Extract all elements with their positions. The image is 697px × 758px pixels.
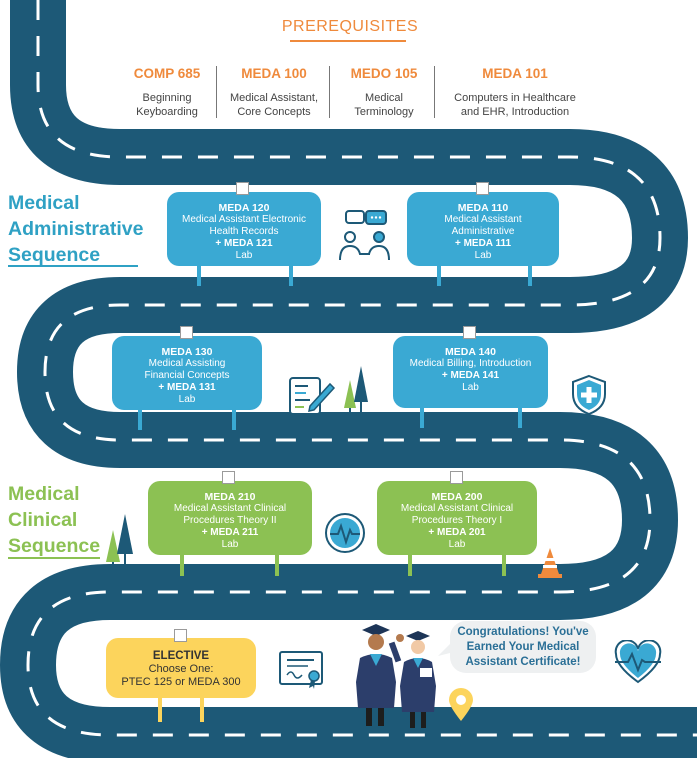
sign-post <box>420 406 424 428</box>
course-separator <box>216 66 217 118</box>
sign-lab-code: + MEDA 201 <box>428 527 486 538</box>
sign-lab-label: Lab <box>178 394 196 405</box>
checkbox-meda-210[interactable] <box>222 471 235 484</box>
certificate-icon <box>279 651 323 689</box>
checkbox-meda-120[interactable] <box>236 182 249 195</box>
course-medo-105: MEDO 105 Medical Terminology <box>336 66 432 119</box>
course-meda-100: MEDA 100 Medical Assistant, Core Concept… <box>222 66 326 119</box>
course-meda-101: MEDA 101 Computers in Healthcare and EHR… <box>440 66 590 119</box>
sign-post <box>138 408 142 430</box>
course-sign-meda-110: MEDA 110 Medical Assistant Administrativ… <box>407 192 559 266</box>
sign-code: MEDA 140 <box>445 346 496 358</box>
sign-title-line: Medical Assistant Clinical <box>400 503 514 514</box>
checkbox-meda-130[interactable] <box>180 326 193 339</box>
sign-post <box>518 406 522 428</box>
sign-title-line: Procedures Theory I <box>411 515 503 526</box>
traffic-cone-icon <box>538 548 562 578</box>
checkbox-meda-140[interactable] <box>463 326 476 339</box>
congrats-line: Earned Your Medical <box>466 641 580 653</box>
sign-code: MEDA 210 <box>204 491 256 503</box>
bubble-tail <box>438 640 454 656</box>
sign-lab-code: + MEDA 121 <box>215 238 273 249</box>
sign-title-line: Financial Concepts <box>144 370 230 381</box>
course-sign-meda-210: MEDA 210 Medical Assistant Clinical Proc… <box>148 481 312 555</box>
sign-title-line: Choose One: <box>148 663 214 675</box>
congrats-line: Assistant Certificate! <box>465 656 581 668</box>
congratulations-bubble: Congratulations! You've Earned Your Medi… <box>450 621 596 673</box>
tree-icon <box>106 514 133 576</box>
tree-icon <box>344 366 368 420</box>
sign-post <box>408 554 412 576</box>
clinical-sequence-label: Medical Clinical Sequence <box>8 483 101 557</box>
sign-post <box>528 264 532 286</box>
course-name: Medical Terminology <box>354 92 414 118</box>
congrats-line: Congratulations! You've <box>457 626 589 638</box>
sign-title-line: Procedures Theory II <box>183 515 277 526</box>
sign-lab-code: + MEDA 141 <box>441 370 500 381</box>
sign-lab-code: + MEDA 111 <box>454 238 512 249</box>
sign-title-line: Administrative <box>451 226 515 237</box>
sign-post <box>275 554 279 576</box>
location-pin-icon <box>449 688 473 721</box>
sign-post <box>289 264 293 286</box>
admin-sequence-label: Medical Administrative Sequence <box>8 192 144 266</box>
conversation-icon <box>339 210 390 261</box>
sign-title-line: Medical Assisting <box>148 358 226 369</box>
sign-post <box>200 696 204 722</box>
sign-post <box>232 408 236 430</box>
sign-lab-code: + MEDA 211 <box>201 527 259 538</box>
prerequisites-title: PREREQUISITES <box>281 18 419 35</box>
sign-lab-label: Lab <box>474 250 492 261</box>
course-separator <box>434 66 435 118</box>
document-pen-icon <box>289 377 336 415</box>
course-name: Medical Assistant, Core Concepts <box>229 92 319 118</box>
admin-sequence-underline <box>8 265 138 267</box>
sign-post <box>502 554 506 576</box>
sign-lab-label: Lab <box>221 539 239 550</box>
elective-sign: ELECTIVE Choose One: PTEC 125 or MEDA 30… <box>106 638 256 698</box>
sign-lab-label: Lab <box>462 382 479 393</box>
course-code: MEDA 100 <box>241 66 307 81</box>
course-code: COMP 685 <box>133 66 201 81</box>
sign-title-line: Medical Assistant <box>444 214 522 225</box>
sign-title-line: Medical Billing, Introduction <box>409 358 532 369</box>
course-sign-meda-200: MEDA 200 Medical Assistant Clinical Proc… <box>377 481 537 555</box>
heartbeat-circle-icon <box>325 513 365 553</box>
sign-code: MEDA 130 <box>161 346 213 358</box>
checkbox-meda-110[interactable] <box>476 182 489 195</box>
sign-post <box>437 264 441 286</box>
sign-post <box>180 554 184 576</box>
sign-post <box>158 696 162 722</box>
sign-lab-label: Lab <box>448 539 466 550</box>
sign-code: ELECTIVE <box>152 650 210 662</box>
sign-title-line: PTEC 125 or MEDA 300 <box>121 676 241 688</box>
sign-code: MEDA 200 <box>431 491 483 503</box>
prerequisites-underline <box>290 40 406 42</box>
sign-post <box>197 264 201 286</box>
checkbox-elective[interactable] <box>174 629 187 642</box>
sign-title-line: Medical Assistant Clinical <box>173 503 287 514</box>
course-name: Beginning Keyboarding <box>136 92 198 118</box>
clinical-sequence-underline <box>8 557 100 559</box>
sign-code: MEDA 120 <box>218 202 270 214</box>
course-sign-meda-140: MEDA 140 Medical Billing, Introduction +… <box>393 336 548 408</box>
sign-code: MEDA 110 <box>457 202 509 214</box>
heart-pulse-icon <box>614 640 662 684</box>
course-code: MEDO 105 <box>350 66 418 81</box>
sign-title-line: Health Records <box>209 226 279 237</box>
course-sign-meda-120: MEDA 120 Medical Assistant Electronic He… <box>167 192 321 266</box>
sign-lab-code: + MEDA 131 <box>158 382 216 393</box>
course-code: MEDA 101 <box>482 66 548 81</box>
checkbox-meda-200[interactable] <box>450 471 463 484</box>
graduates-illustration <box>356 624 436 728</box>
shield-plus-icon <box>572 374 606 416</box>
sign-title-line: Medical Assistant Electronic <box>182 214 306 225</box>
course-name: Computers in Healthcare and EHR, Introdu… <box>454 92 576 118</box>
sign-lab-label: Lab <box>235 250 253 261</box>
course-sign-meda-130: MEDA 130 Medical Assisting Financial Con… <box>112 336 262 410</box>
course-separator <box>329 66 330 118</box>
course-comp-685: COMP 685 Beginning Keyboarding <box>120 66 214 119</box>
